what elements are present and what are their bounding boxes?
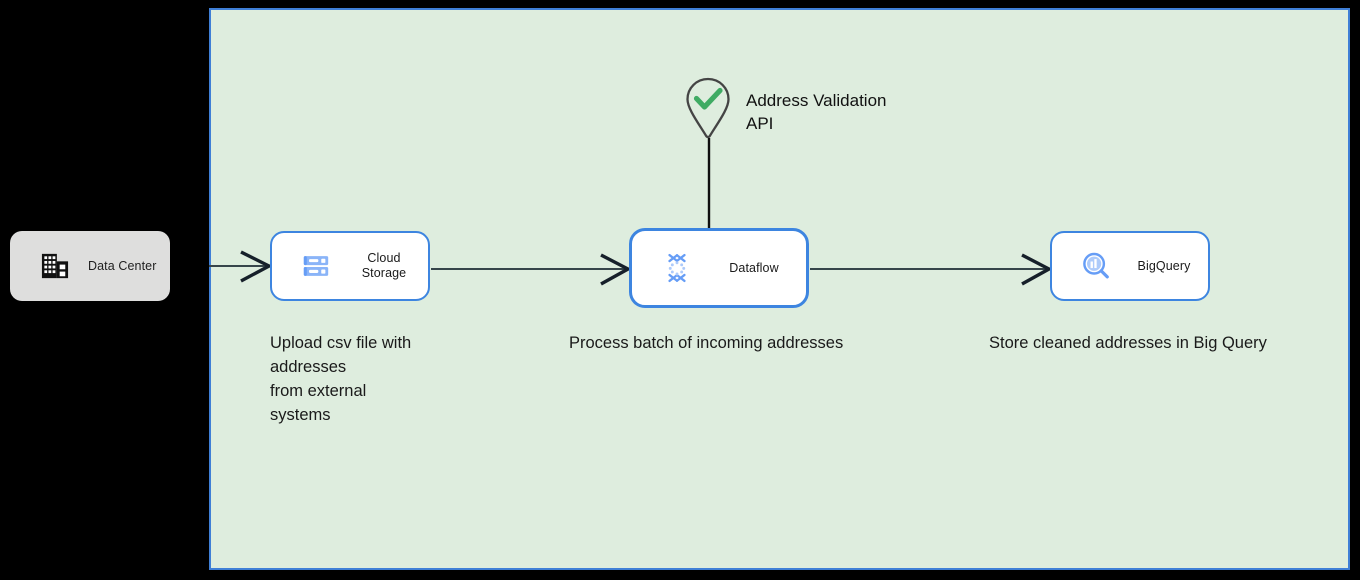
node-data-center-label: Data Center <box>88 258 157 273</box>
node-dataflow[interactable]: Dataflow <box>629 228 809 308</box>
node-cloud-storage[interactable]: Cloud Storage <box>270 231 430 301</box>
node-bigquery-label: BigQuery <box>1137 258 1191 273</box>
node-bigquery[interactable]: BigQuery <box>1050 231 1210 301</box>
cloud-storage-icon <box>272 251 346 281</box>
node-dataflow-label: Dataflow <box>729 260 779 275</box>
data-center-icon <box>10 252 84 280</box>
caption-upload: Upload csv file with addresses from exte… <box>270 334 412 424</box>
caption-store: Store cleaned addresses in Big Query <box>989 334 1267 352</box>
address-validation-api-label: Address Validation API <box>746 91 887 133</box>
caption-process: Process batch of incoming addresses <box>569 334 844 352</box>
node-data-center[interactable]: Data Center <box>10 231 170 301</box>
bigquery-icon <box>1052 251 1126 281</box>
node-cloud-storage-label: Cloud Storage <box>361 251 407 280</box>
address-validation-api-node[interactable]: Address Validation API <box>682 76 887 140</box>
map-pin-check-icon <box>682 76 734 140</box>
dataflow-icon <box>632 252 708 284</box>
